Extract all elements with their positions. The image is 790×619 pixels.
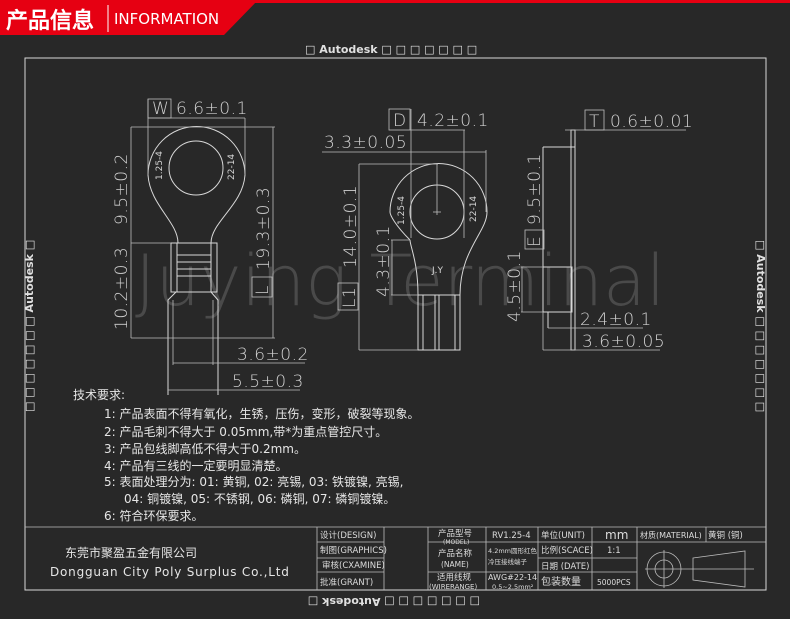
name-value-line1: 4.2mm圆形红色: [488, 546, 538, 555]
name-label-en: (NAME): [441, 560, 469, 569]
model-label-en: (MODEL): [443, 539, 469, 546]
grant-label: 批准(GRANT): [320, 577, 373, 588]
header-banner: 产品信息 INFORMATION: [0, 0, 790, 35]
wire-label-en: (WIRERANGE): [429, 583, 477, 591]
title-block: 东莞市聚盈五金有限公司 Dongguan City Poly Surplus C…: [25, 526, 766, 591]
wire-value-line2: 0.5~2.5mm²: [492, 583, 534, 591]
e-label: E: [525, 236, 545, 247]
front-mark-right: 22-14: [227, 154, 237, 180]
header-title-en: INFORMATION: [114, 10, 219, 28]
header-title-cn: 产品信息: [6, 8, 94, 34]
projection-symbol-icon: [645, 550, 754, 588]
wire-label: 适用线规: [437, 572, 472, 583]
bare-mark-left: 1.25-4: [397, 196, 407, 225]
autodesk-mark-bottom: □ □ □ □ □ □ □ Autodesk □: [308, 595, 480, 608]
drawing-frame: [24, 57, 767, 591]
requirement-item: 4: 产品有三线的一定要明显清楚。: [104, 458, 288, 473]
model-label: 产品型号: [438, 528, 472, 539]
date-label: 日期 (DATE): [541, 562, 589, 572]
l1-value: 14.0±0.1: [341, 185, 361, 268]
inner-width: 3.6±0.2: [237, 345, 309, 365]
side-view: T 0.6±0.01 9.5±0.1 E 4.5±0.1 2.4±0.1 3.6…: [505, 109, 693, 352]
bare-mark-right: 22-14: [469, 196, 479, 222]
autodesk-mark-left: □ □ □ □ □ □ □ Autodesk □: [23, 240, 36, 412]
scale-label: 比例(SCACE): [541, 545, 593, 556]
unit-value: mm: [605, 528, 628, 542]
qty-label: 包装数量: [541, 575, 581, 588]
design-label: 设计(DESIGN): [320, 530, 376, 541]
unit-label: 单位(UNIT): [541, 530, 585, 541]
name-label: 产品名称: [438, 548, 473, 559]
bare-mark-center: J.Y: [431, 266, 444, 276]
ring-width: 3.3±0.05: [324, 133, 407, 153]
requirement-item: 2: 产品毛刺不得大于 0.05mm,带*为重点管控尺寸。: [104, 424, 387, 439]
technical-requirements: 技术要求: 1: 产品表面不得有氧化，生锈，压伤，变形，破裂等现象。 2: 产品…: [73, 388, 420, 523]
t-label: T: [589, 112, 600, 132]
w-value: 6.6±0.1: [176, 99, 248, 119]
company-name-cn: 东莞市聚盈五金有限公司: [65, 545, 197, 560]
barrel-inner: 2.4±0.1: [580, 310, 652, 330]
ring-length: 9.5±0.2: [112, 153, 132, 225]
neck-length: 4.3±0.1: [374, 225, 394, 297]
d-value: 4.2±0.1: [417, 111, 489, 131]
material-label: 材质(MATERIAL): [640, 530, 702, 540]
outer-width: 5.5±0.3: [232, 372, 304, 392]
bare-view: 1.25-4 22-14 J.Y D 4.2±0.1 3.3±0.05 14.0…: [322, 108, 489, 351]
examine-label: 审核(CXAMINE): [322, 560, 385, 571]
sleeve-length: 10.2±0.3: [112, 247, 132, 330]
front-mark-left: 1.25-4: [155, 151, 165, 180]
l1-label: L1: [340, 287, 360, 308]
barrel-length: 4.5±0.1: [505, 250, 525, 322]
autodesk-mark-right: □ Autodesk □ □ □ □ □ □ □: [754, 240, 767, 412]
requirement-item: 04: 铜镀镍, 05: 不锈钢, 06: 磷铜, 07: 磷铜镀镍。: [124, 491, 395, 506]
qty-value: 5000PCS: [597, 578, 631, 587]
l-label: L: [253, 285, 273, 295]
requirement-item: 5: 表面处理分为: 01: 黄铜, 02: 亮锡, 03: 铁镀镍, 亮锡,: [104, 474, 403, 489]
company-name-en: Dongguan City Poly Surplus Co.,Ltd: [50, 565, 290, 579]
name-value-line2: 冷压接线端子: [488, 557, 528, 566]
total-length: 19.3±0.3: [254, 187, 274, 270]
scale-value: 1:1: [607, 546, 621, 556]
front-view: 1.25-4 22-14 W 6.6±0.1 9.5±0.2 10.2±0.3 …: [112, 98, 309, 395]
d-label: D: [393, 111, 407, 131]
material-value: 黄铜 (铜): [708, 530, 743, 541]
requirement-item: 1: 产品表面不得有氧化，生锈，压伤，变形，破裂等现象。: [104, 406, 420, 421]
e-value: 9.5±0.1: [525, 153, 545, 225]
graphics-label: 制图(GRAPHICS): [320, 545, 387, 556]
wire-value-line1: AWG#22-14: [488, 573, 537, 582]
t-value: 0.6±0.01: [610, 112, 693, 132]
requirements-title: 技术要求:: [73, 388, 125, 402]
model-value: RV1.25-4: [492, 531, 531, 541]
requirement-item: 6: 符合环保要求。: [104, 508, 204, 523]
autodesk-mark-top: □ Autodesk □ □ □ □ □ □ □: [305, 43, 477, 56]
watermark: Juying Terminal: [135, 240, 665, 322]
requirement-item: 3: 产品包线脚高低不得大于0.2mm。: [104, 441, 306, 456]
w-label: W: [152, 99, 169, 119]
barrel-outer: 3.6±0.05: [582, 332, 665, 352]
